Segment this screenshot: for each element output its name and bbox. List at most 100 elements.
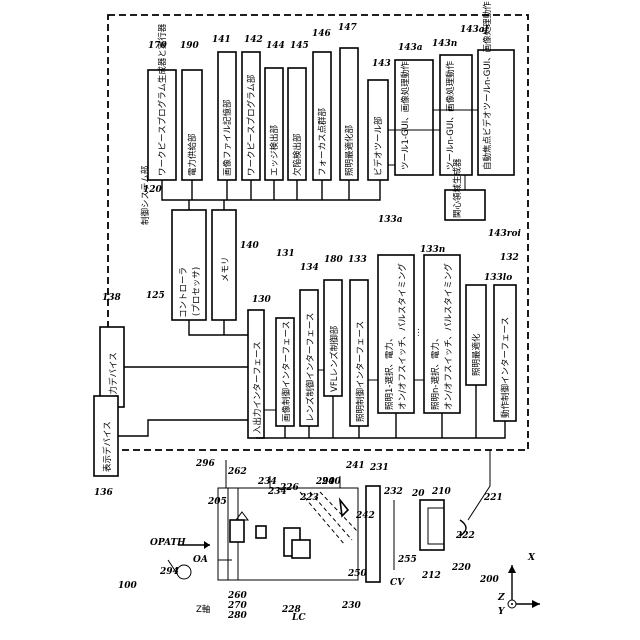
opath-arrowhead [204,541,210,549]
lightn-line2: オン/オフスイッチ、パルスタイミング [443,263,454,410]
controller-memory-top-links [189,200,224,210]
controller-line2: (プロセッサ) [192,267,202,316]
ref-142: 142 [244,35,263,45]
ref-234: 234 [257,477,277,487]
edge-detection-text: エッジ検出部 [269,124,280,176]
block-lighting-optimization: 照明最適化部 147 [338,23,358,180]
ref-131: 131 [276,249,295,259]
block-workpiece-program-generator: ワークピースプログラム生成器と実行器 170 [148,23,176,180]
ref-132: 132 [500,253,519,263]
ref-133n: 133n [420,245,445,255]
block-video-tool: ビデオツール部 143 [368,59,391,180]
memory-text: メモリ [221,256,231,282]
ref-205: 205 [207,497,227,507]
ref-145: 145 [290,41,309,51]
display-device-text: 表示デバイス [102,421,113,472]
ref-100: 100 [118,581,138,591]
block-workpiece-program-memory: ワークピースプログラム部 142 [242,35,263,180]
light1-line1: 照明1-選択、電力、 [384,334,395,410]
ellipsis: ⋮ [414,328,423,338]
light1-line2: オン/オフスイッチ、パルスタイミング [397,263,408,410]
ref-141: 141 [212,35,231,45]
io-interface-text: 入出力インターフェース [252,341,263,434]
block-image-file-memory: 画像ファイル記憶部 141 [212,35,236,180]
lightn-line1: 照明n-選択、電力、 [430,334,441,410]
block-light1: 照明1-選択、電力、 オン/オフスイッチ、パルスタイミング 133a [378,215,414,413]
zaxis-label: Z軸 [196,604,210,615]
control-system-ref: 120 [143,185,163,195]
block-imaging-control-interface: 画像制御インターフェース 131 [276,249,295,426]
ref-143n: 143n [432,39,457,49]
device-links [118,367,248,436]
ref-170: 170 [148,41,168,51]
lens-control-interface-text: レンズ制御インターフェース [305,313,316,422]
tool1-gui-text: ツール1-GUI、画像処理動作 [400,61,411,170]
block-controller: コントローラ (プロセッサ) 125 [146,210,206,320]
roi-generator-text: 関心領域生成器 [452,158,463,218]
ref-143a: 143a [398,43,423,53]
top-bus [162,180,380,200]
ref-220: 220 [451,563,472,573]
ref-250: 250 [347,569,368,579]
lighting-optimization-io-text: 照明最適化 [471,333,482,376]
z-axis-label: Z [497,593,505,603]
axis-indicator: Z Y X [497,553,540,617]
ref-232: 232 [383,487,403,497]
ref-230: 230 [341,601,362,611]
ref-270: 270 [227,601,248,611]
vision-ref-numbers: 200 205 210 212 220 221 222 223 226 228 … [159,459,503,621]
ref-180: 180 [324,255,344,265]
ref-125: 125 [146,291,165,301]
ref-290: 290 [315,477,336,487]
ref-138: 138 [102,293,122,303]
lighting-optimization-text: 照明最適化部 [344,124,355,176]
image-file-memory-text: 画像ファイル記憶部 [222,99,233,176]
ref-143af: 143af [460,25,491,35]
power-supply-text: 電力供給部 [187,133,198,176]
ref-140: 140 [240,241,260,251]
mirror [340,500,348,516]
controller-line1: コントローラ [179,267,189,318]
ref-212: 212 [421,571,441,581]
ref-280: 280 [227,611,248,621]
ref-255: 255 [397,555,417,565]
ref-134: 134 [300,263,319,273]
lighting-control-interface-text: 照明制御インターフェース [355,321,366,422]
block-io-interface: 入出力インターフェース 130 [248,295,272,438]
motion-control-interface-text: 動作制御インターフェース [500,317,511,418]
ref-294: 294 [159,567,179,577]
ref-133a: 133a [378,215,403,225]
ref-200: 200 [479,575,500,585]
ref-210: 210 [431,487,452,497]
ref-143: 143 [372,59,391,69]
ref-221: 221 [483,493,503,503]
ref-231: 231 [369,463,389,473]
oa-label: OA [193,555,208,565]
ref-260: 260 [227,591,248,601]
block-edge-detection: エッジ検出部 144 [265,41,285,180]
ref-190: 190 [180,41,200,51]
opath-label: OPATH [150,538,186,548]
block-tooln-gui: ツールn-GUI、画像処理動作 143n [432,39,472,175]
x-axis-label: X [527,553,536,563]
block-display-device: 表示デバイス 136 [94,396,118,498]
imaging-control-interface-text: 画像制御インターフェース [281,321,292,422]
y-axis-label: Y [498,607,506,617]
ref-143roi: 143roi [488,229,522,239]
block-power-supply: 電力供給部 190 [180,41,202,180]
ref-144: 144 [266,41,285,51]
camera-block [292,540,310,558]
video-tool-text: ビデオツール部 [373,116,384,176]
controller-to-io-link [189,320,248,335]
ref-241: 241 [345,461,365,471]
ref-223: 223 [299,493,319,503]
tooln-gui-text: ツールn-GUI、画像処理動作 [445,60,456,170]
focus-point-cloud-text: フォーカス点群部 [317,107,328,176]
block-lighting-control-interface: 照明制御インターフェース 133 [348,255,368,426]
workpiece-program-memory-text: ワークピースプログラム部 [246,74,257,176]
zaxis-ring [177,565,191,579]
ref-133: 133 [348,255,367,265]
ref-136: 136 [94,488,114,498]
